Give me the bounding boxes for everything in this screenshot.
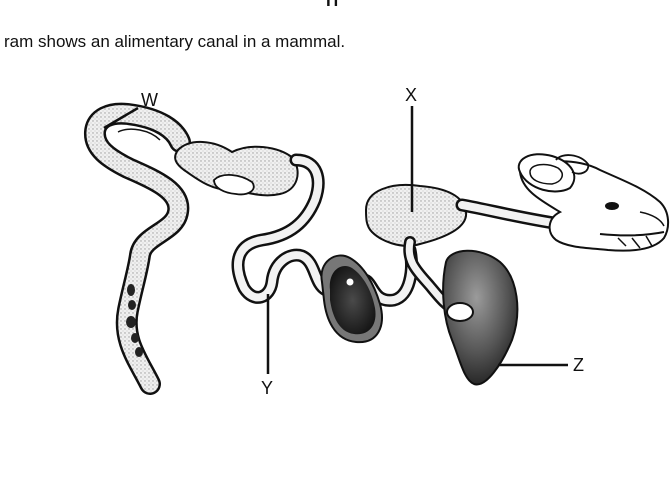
label-z: Z (573, 355, 584, 375)
liver (442, 249, 519, 386)
label-y: Y (261, 378, 273, 398)
label-w: W (141, 90, 158, 110)
colon-segment (174, 141, 299, 197)
mammal-head (517, 153, 670, 252)
caption-text: ram shows an alimentary canal in a mamma… (4, 32, 346, 51)
caecum (320, 254, 383, 344)
label-x: X (405, 85, 417, 105)
large-intestine (84, 102, 191, 395)
header-fragment: П (326, 0, 339, 10)
leader-line-w (103, 106, 139, 130)
rectum (126, 284, 143, 357)
